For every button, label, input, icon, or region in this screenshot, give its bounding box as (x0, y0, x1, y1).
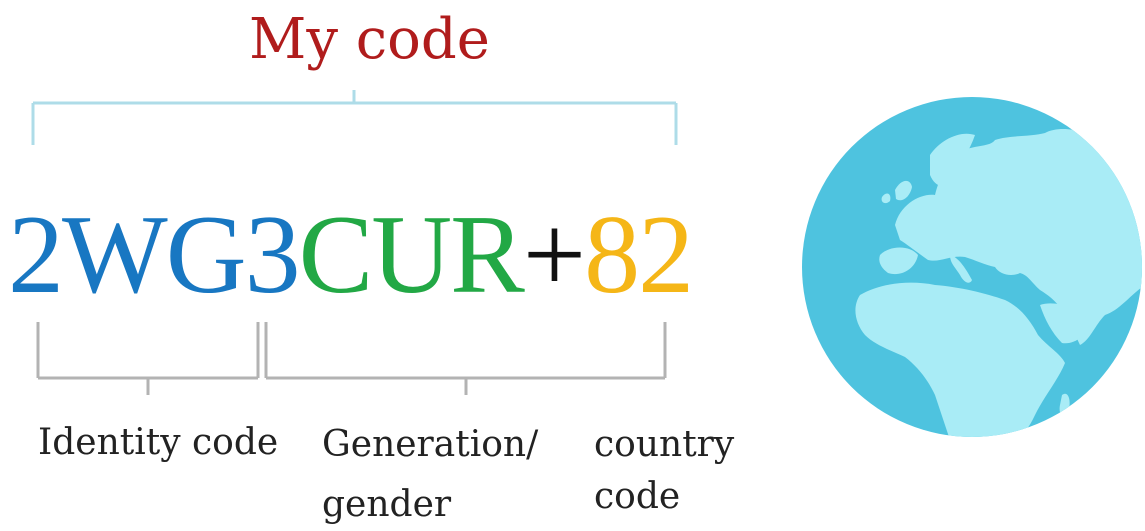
generation-code-part: CUR (298, 193, 525, 317)
diagram-title: My code (249, 7, 490, 72)
gender-label: gender (322, 484, 452, 525)
generation-bracket (264, 322, 667, 395)
identity-code-part: 2WG3 (8, 193, 301, 317)
identity-bracket (36, 322, 260, 395)
country-label: country (594, 424, 735, 465)
top-bracket (31, 90, 678, 145)
identity-code-label: Identity code (38, 422, 279, 463)
generation-label: Generation/ (322, 424, 539, 465)
plus-sign: + (522, 193, 586, 317)
globe-icon (802, 97, 1142, 437)
country-code-label: code (594, 476, 681, 517)
country-code-part: 82 (584, 193, 694, 317)
code-string: 2WG3CUR+82 (8, 185, 694, 325)
